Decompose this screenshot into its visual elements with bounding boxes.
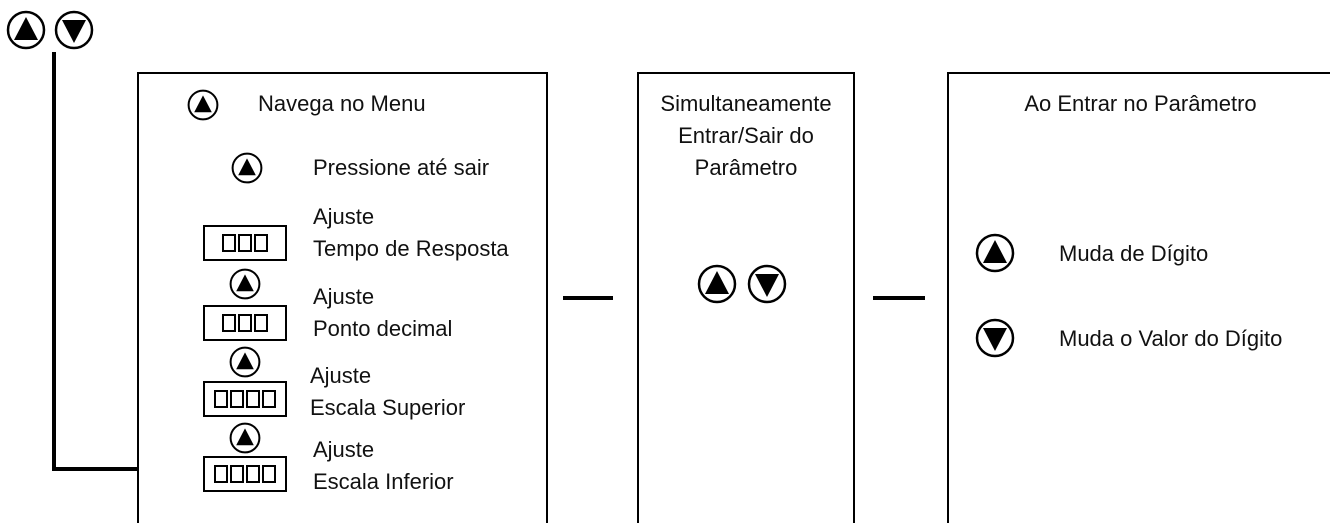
row1-label-line1: Ajuste [313,204,375,229]
panel3-title: Ao Entrar no Parâmetro [1024,91,1257,116]
row1-label-line2: Tempo de Resposta [313,236,509,261]
parameter-panel [947,72,1330,523]
panel1-title: Navega no Menu [258,91,426,116]
connector-dash-1 [563,296,613,300]
panel2-line3: Parâmetro [694,155,798,180]
up-arrow-button-icon [231,152,263,184]
panel2-line2: Entrar/Sair do [678,123,814,148]
row4-label-line2: Escala Inferior [313,469,454,494]
enter-exit-panel [637,72,855,523]
down-arrow-button-icon [975,318,1015,358]
up-arrow-button-icon [975,233,1015,273]
display-4-digit [203,381,287,417]
up-arrow-button-icon [229,268,261,300]
connector-line-vertical [52,52,56,471]
row3-label-line1: Ajuste [310,363,372,388]
row3-label-line2: Escala Superior [310,395,466,420]
row4-label-line1: Ajuste [313,437,375,462]
up-arrow-button-icon [187,89,219,121]
connector-dash-2 [873,296,925,300]
row2-label-line1: Ajuste [313,284,375,309]
panel3-down-label: Muda o Valor do Dígito [1059,326,1283,351]
connector-line-horizontal [52,467,186,471]
down-arrow-button-icon [747,264,787,304]
display-3-digit [203,225,287,261]
up-arrow-button-icon [229,346,261,378]
down-arrow-button-icon [54,10,94,50]
panel1-step1: Pressione até sair [313,155,490,180]
display-3-digit [203,305,287,341]
display-4-digit [203,456,287,492]
row2-label-line2: Ponto decimal [313,316,453,341]
up-arrow-button-icon [229,422,261,454]
up-arrow-button-icon [6,10,46,50]
panel2-line1: Simultaneamente [660,91,832,116]
panel3-up-label: Muda de Dígito [1059,241,1209,266]
up-arrow-button-icon [697,264,737,304]
navigation-panel [137,72,548,523]
